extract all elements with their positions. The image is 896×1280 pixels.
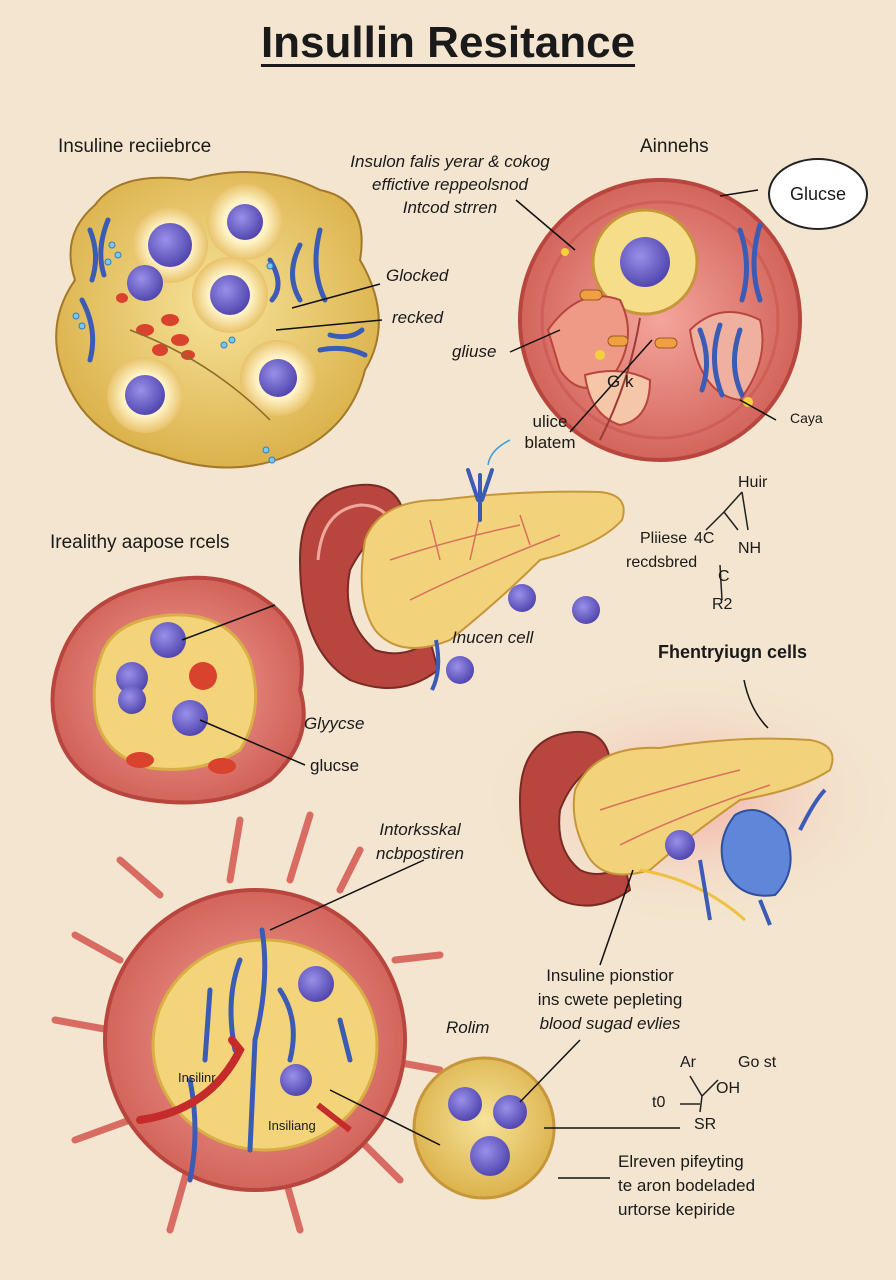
chem-label-r2: R2 (712, 596, 733, 613)
leader-lines (181, 189, 777, 1179)
label-intorksskal: Intorksskal (379, 820, 461, 839)
text-insuline-pionstior: Insuline pionstior (546, 966, 674, 985)
label-blatem: blatem (524, 433, 576, 452)
heading-fhentryiugn-cells: Fhentryiugn cells (658, 642, 808, 662)
adipose-cluster-graphic (55, 171, 380, 469)
label-glyycse: Glyycse (304, 714, 365, 733)
text-line-3: Intcod strren (402, 198, 498, 217)
chem-label-c: C (718, 568, 730, 585)
heading-insuline-reciiebrce: Insuline reciiebrce (58, 136, 212, 157)
muscle-cell-graphic (51, 811, 444, 1234)
text-elreven-pifeyting: Elreven pifeyting (618, 1152, 744, 1171)
adipose-cell-graphic (50, 575, 306, 805)
heading-irealithy-aapose-rcels: Irealithy aapose rcels (50, 532, 230, 553)
text-line-2: effictive reppeolsnod (372, 175, 528, 194)
label-insiliang: Insiliang (268, 1118, 316, 1133)
bubble-label: Glucse (789, 183, 847, 204)
chem-label-4c: 4C (694, 530, 715, 547)
label-insilinr: Insilinr (178, 1070, 216, 1085)
chem2-label-t0: t0 (652, 1094, 666, 1111)
label-recked: recked (392, 308, 444, 327)
text-ins-cwete-pepleting: ins cwete pepleting (537, 990, 683, 1009)
heading-ainnehs: Ainnehs (640, 136, 709, 157)
label-glocked: Glocked (386, 266, 449, 285)
insulin-cell-graphic (412, 1056, 556, 1200)
chem-label-huir: Huir (738, 474, 768, 491)
page-title: Insullin Resitance (260, 18, 636, 67)
text-te-aron-bodeladed: te aron bodeladed (618, 1176, 756, 1195)
pancreas-graphic (298, 468, 625, 691)
label-g-k: G k (607, 372, 634, 391)
label-gliuse: gliuse (452, 342, 497, 361)
chem2-label-sr: SR (694, 1116, 717, 1133)
tissue-section-graphic (518, 178, 802, 462)
label-inucen-cell: Inucen cell (452, 628, 534, 647)
label-ncbpostiren: ncbpostiren (376, 844, 464, 863)
pancreas-detail-graphic (475, 670, 896, 930)
text-urtorse-kepiride: urtorse kepiride (618, 1200, 736, 1219)
chem2-label-oh: OH (716, 1080, 740, 1097)
text-blood-sugad-evlies: blood sugad evlies (539, 1014, 681, 1033)
text-line-1: Insulon falis yerar & cokog (350, 152, 550, 171)
chem-label-nh: NH (738, 540, 762, 557)
label-caya: Caya (790, 410, 823, 426)
label-ulice: ulice (532, 412, 568, 431)
chem2-label-ar: Ar (680, 1054, 696, 1071)
label-rolim: Rolim (446, 1018, 490, 1037)
label-glucse: glucse (310, 756, 360, 775)
chem-label-recdsbred: recdsbred (626, 554, 698, 571)
molecule-structure-1 (705, 491, 749, 601)
speech-bubble-glucse: Glucse (768, 158, 868, 230)
molecule-structure-2 (680, 1075, 719, 1113)
chem2-label-go-st: Go st (738, 1054, 777, 1071)
chem-label-pliiese: Pliiese (640, 530, 688, 547)
